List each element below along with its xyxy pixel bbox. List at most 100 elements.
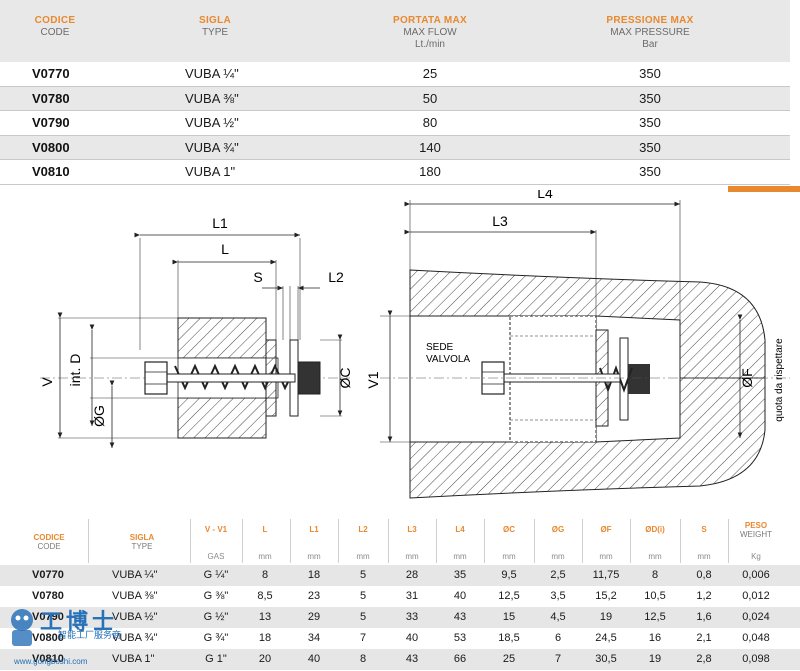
unit: Kg <box>751 552 761 561</box>
row-code: V0810 <box>32 164 70 179</box>
watermark-robot-icon <box>11 609 33 646</box>
column-divider <box>630 519 631 563</box>
column-divider <box>242 519 243 563</box>
cell: 33 <box>405 611 419 623</box>
cell: 25 <box>502 653 516 665</box>
cell: 5 <box>359 569 367 581</box>
row-pressure: 350 <box>639 115 661 130</box>
cell: 66 <box>453 653 467 665</box>
column-divider <box>88 519 89 563</box>
cell: 28 <box>405 569 419 581</box>
watermark-url: www.gongboshi.com <box>14 657 88 666</box>
row-pressure: 350 <box>639 164 661 179</box>
table-row: V0790 VUBA ½" G ½" 13 29 5 33 43 15 4,5 … <box>0 607 800 628</box>
header-L1: L1 <box>309 525 319 534</box>
label-L1: L1 <box>212 215 228 231</box>
row-code: V0780 <box>32 91 70 106</box>
header-v-v1: V - V1 <box>204 525 228 534</box>
cell: 0,024 <box>742 611 770 623</box>
label-L2: L2 <box>328 269 344 285</box>
unit: mm <box>502 552 516 561</box>
cell-code: V0810 <box>32 653 64 665</box>
cell: 5 <box>359 590 367 602</box>
unit: mm <box>405 552 419 561</box>
cell: 2,8 <box>696 653 712 665</box>
label-V: V <box>39 377 55 387</box>
header-pressure: PRESSIONE MAX MAX PRESSURE Bar <box>606 15 694 50</box>
header-L2: L2 <box>358 525 368 534</box>
cell: 0,012 <box>742 590 770 602</box>
watermark-text: 智能工厂服务商 <box>58 630 122 640</box>
label-S: S <box>253 269 262 285</box>
cell-code: V0800 <box>32 632 64 644</box>
row-divider <box>0 135 790 136</box>
cell: G ⅜" <box>203 590 229 602</box>
label-V1: V1 <box>365 371 381 388</box>
header-flow: PORTATA MAX MAX FLOW Lt./min <box>392 15 468 50</box>
cell-code: V0780 <box>32 590 64 602</box>
row-pressure: 350 <box>639 91 661 106</box>
row-type: VUBA ¾" <box>185 140 239 155</box>
cell: 15,2 <box>595 590 617 602</box>
cell: 0,048 <box>742 632 770 644</box>
label-seat-2: VALVOLA <box>426 354 470 365</box>
column-divider <box>436 519 437 563</box>
label-seat-1: SEDE <box>426 342 454 353</box>
header-L4: L4 <box>455 525 465 534</box>
cell: 20 <box>258 653 272 665</box>
cell: 23 <box>307 590 321 602</box>
row-flow: 25 <box>422 66 438 81</box>
header-G: ØG <box>551 525 565 534</box>
table-row: V0790 VUBA ½" 80 350 <box>0 111 790 135</box>
cell: 0,8 <box>696 569 712 581</box>
label-G: ØG <box>91 405 107 427</box>
cell-type: VUBA ¾" <box>112 632 158 644</box>
cell: 10,5 <box>644 590 666 602</box>
row-flow: 80 <box>422 115 438 130</box>
row-divider <box>0 159 790 160</box>
column-divider <box>582 519 583 563</box>
cell: 4,5 <box>550 611 566 623</box>
cell: 19 <box>599 611 613 623</box>
row-pressure: 350 <box>639 140 661 155</box>
label-L4: L4 <box>537 190 553 201</box>
cell: 15 <box>502 611 516 623</box>
column-divider <box>338 519 339 563</box>
cell: 7 <box>359 632 367 644</box>
cell: 18,5 <box>498 632 520 644</box>
row-flow: 140 <box>419 140 441 155</box>
cell: G 1" <box>205 653 227 665</box>
unit: mm <box>648 552 662 561</box>
header-L: L <box>262 525 268 534</box>
valve-installed-view: L4 L3 V1 ØF quota da rispettare SEDE VAL… <box>365 190 790 499</box>
cell-type: VUBA 1" <box>112 653 155 665</box>
cell: 19 <box>648 653 662 665</box>
header-code: CODICE CODE <box>34 15 76 38</box>
table-row: V0800 VUBA ¾" 140 350 <box>0 136 790 160</box>
cell: 43 <box>453 611 467 623</box>
cell: G ¼" <box>203 569 229 581</box>
cell-type: VUBA ⅜" <box>112 590 158 602</box>
cell: 12,5 <box>644 611 666 623</box>
header-Di: ØD(i) <box>645 525 665 534</box>
header-C: ØC <box>503 525 515 534</box>
cell: 30,5 <box>595 653 617 665</box>
cell: 8 <box>651 569 659 581</box>
cell-code: V0770 <box>32 569 64 581</box>
cell: 8,5 <box>257 590 273 602</box>
accent-bar <box>728 186 800 192</box>
unit: mm <box>697 552 711 561</box>
column-divider <box>534 519 535 563</box>
column-divider <box>728 519 729 563</box>
unit: mm <box>307 552 321 561</box>
cell: 31 <box>405 590 419 602</box>
row-flow: 180 <box>419 164 441 179</box>
cell: 29 <box>307 611 321 623</box>
label-C: ØC <box>337 368 353 389</box>
unit: mm <box>453 552 467 561</box>
cell: 40 <box>307 653 321 665</box>
